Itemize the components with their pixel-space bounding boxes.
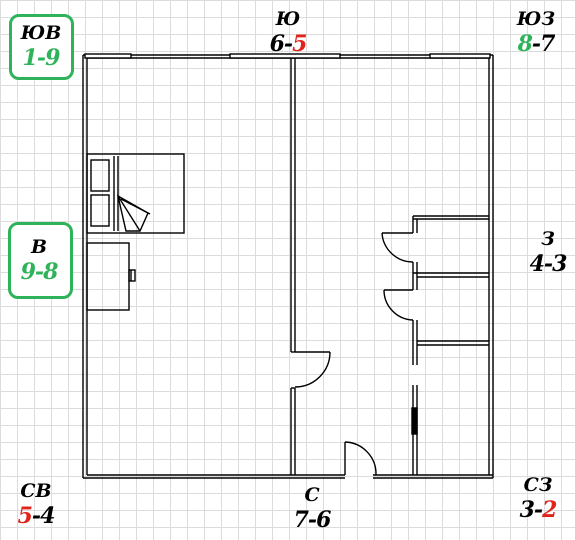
door-partition bbox=[294, 351, 331, 388]
direction-numbers: 6-5 bbox=[269, 31, 308, 57]
highlight-box-yuv bbox=[9, 14, 74, 80]
desk bbox=[86, 242, 136, 311]
direction-yuv: ЮВ 1-9 bbox=[10, 22, 72, 72]
direction-numbers: 1-9 bbox=[22, 45, 61, 71]
direction-label: ЮВ bbox=[20, 22, 62, 44]
direction-v: В 9-8 bbox=[8, 236, 70, 286]
direction-numbers: 7-6 bbox=[293, 507, 332, 533]
window-right bbox=[429, 53, 491, 59]
direction-label: С bbox=[304, 484, 320, 506]
window-left bbox=[84, 53, 132, 59]
outer-wall-east bbox=[488, 55, 494, 478]
door-room-2 bbox=[383, 289, 414, 321]
door-room-1 bbox=[381, 232, 414, 263]
direction-label: З bbox=[541, 228, 555, 250]
room-divider-walls bbox=[412, 215, 489, 475]
direction-label: ЮЗ bbox=[516, 8, 556, 30]
window-center bbox=[229, 53, 341, 59]
closet-door bbox=[411, 407, 418, 435]
direction-numbers: 8-7 bbox=[517, 31, 556, 57]
direction-numbers: 4-3 bbox=[529, 251, 568, 277]
direction-numbers: 3-2 bbox=[519, 497, 558, 523]
direction-label: СЗ bbox=[523, 474, 553, 496]
direction-numbers: 9-8 bbox=[20, 259, 59, 285]
direction-sv: СВ 5-4 bbox=[10, 480, 62, 530]
direction-yu: Ю 6-5 bbox=[262, 8, 314, 58]
direction-z: З 4-3 bbox=[522, 228, 574, 278]
direction-numbers: 5-4 bbox=[17, 503, 56, 529]
direction-yuz: ЮЗ 8-7 bbox=[510, 8, 562, 58]
door-entrance bbox=[344, 441, 377, 476]
direction-s: С 7-6 bbox=[284, 484, 340, 534]
highlight-box-v bbox=[8, 222, 73, 299]
direction-label: Ю bbox=[275, 8, 301, 30]
partition-wall bbox=[290, 58, 296, 475]
direction-label: В bbox=[30, 236, 48, 258]
outer-wall-south bbox=[83, 474, 493, 479]
direction-label: СВ bbox=[20, 480, 52, 502]
direction-sz: СЗ 3-2 bbox=[510, 474, 566, 524]
bed bbox=[86, 153, 185, 234]
